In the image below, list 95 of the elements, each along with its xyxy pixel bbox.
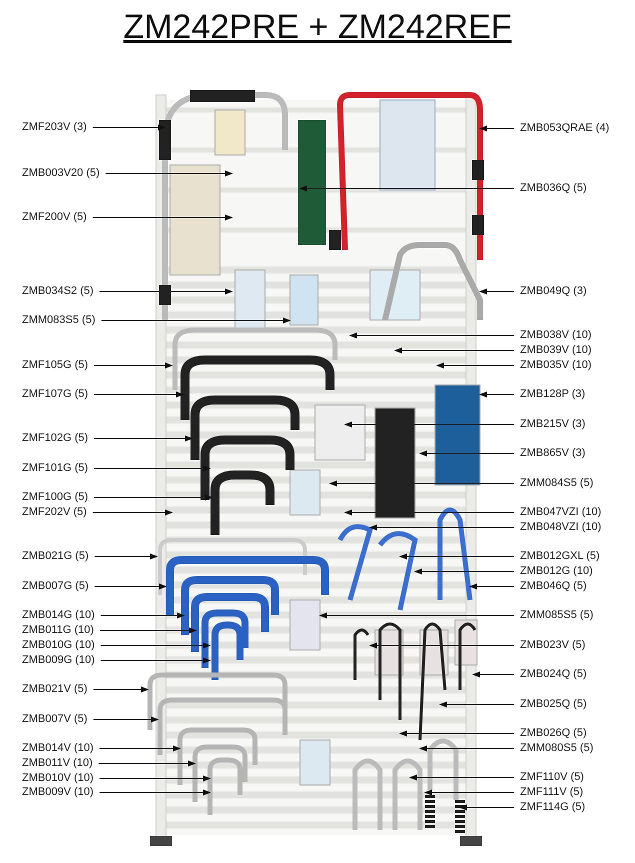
leader-line xyxy=(94,436,193,442)
part-number-label: ZMB007G (5) xyxy=(22,580,89,593)
part-number-label: ZMM083S5 (5) xyxy=(22,314,96,327)
leader-line xyxy=(98,760,196,766)
part-number-label: ZMB038V (10) xyxy=(520,329,592,342)
leader-line xyxy=(394,348,514,354)
leader-line xyxy=(479,288,514,294)
title: ZM242PRE + ZM242REF xyxy=(123,8,512,46)
part-number-label: ZMB007V (5) xyxy=(22,713,88,726)
part-number-label: ZMB039V (10) xyxy=(520,344,592,357)
leader-line xyxy=(479,392,514,398)
part-number-label: ZMB025Q (5) xyxy=(520,698,587,711)
leader-line xyxy=(419,450,514,456)
part-number-label: ZMB128P (3) xyxy=(520,388,586,401)
leader-line xyxy=(99,776,211,782)
part-number-label: ZMB009G (10) xyxy=(22,654,95,667)
part-number-label: ZMB010G (10) xyxy=(22,639,95,652)
part-number-label: ZMB012GXL (5) xyxy=(520,550,600,563)
leader-line xyxy=(369,524,514,530)
leader-line xyxy=(319,612,514,618)
leader-line xyxy=(92,124,166,130)
leader-line xyxy=(459,804,514,810)
part-number-label: ZMB026Q (5) xyxy=(520,727,587,740)
part-number-label: ZMB046Q (5) xyxy=(520,580,587,593)
leader-line xyxy=(92,686,149,692)
part-number-label: ZMM085S5 (5) xyxy=(520,609,594,622)
part-number-label: ZMB024Q (5) xyxy=(520,668,587,681)
leader-line xyxy=(99,746,181,752)
leader-line xyxy=(349,332,514,338)
part-number-label: ZMB036Q (5) xyxy=(520,182,587,195)
part-number-label: ZMB034S2 (5) xyxy=(22,285,94,298)
part-number-label: ZMF102G (5) xyxy=(22,432,88,445)
leader-line xyxy=(409,774,514,780)
part-number-label: ZMF203V (3) xyxy=(22,121,87,134)
leader-line xyxy=(92,510,173,516)
leader-line xyxy=(94,466,211,472)
leader-line xyxy=(94,494,213,500)
leader-line xyxy=(329,480,514,486)
leader-line xyxy=(399,554,514,560)
part-number-label: ZMB010V (10) xyxy=(22,772,94,785)
leader-line xyxy=(369,642,514,648)
part-number-label: ZMF114G (5) xyxy=(520,801,586,814)
part-number-label: ZMB003V20 (5) xyxy=(22,167,100,180)
part-number-label: ZMB035V (10) xyxy=(520,359,592,372)
part-number-label: ZMM080S5 (5) xyxy=(520,742,594,755)
leader-line xyxy=(94,362,173,368)
leader-line xyxy=(105,170,233,176)
leader-line xyxy=(92,214,233,220)
leader-line xyxy=(419,746,514,752)
leader-line xyxy=(100,658,211,664)
leader-line xyxy=(99,790,211,796)
part-number-label: ZMM084S5 (5) xyxy=(520,477,594,490)
leader-line xyxy=(299,186,514,192)
part-number-label: ZMB215V (3) xyxy=(520,418,586,431)
leader-line xyxy=(472,672,514,678)
part-number-label: ZMB012G (10) xyxy=(520,565,593,578)
part-number-label: ZMB021V (5) xyxy=(22,683,88,696)
part-number-label: ZMB011V (10) xyxy=(22,757,93,770)
leader-line xyxy=(439,702,514,708)
part-number-label: ZMB011G (10) xyxy=(22,624,94,637)
leader-line xyxy=(436,362,514,368)
part-number-label: ZMB021G (5) xyxy=(22,550,89,563)
part-number-label: ZMB053QRAE (4) xyxy=(520,122,610,135)
part-number-label: ZMF200V (5) xyxy=(22,211,87,224)
leader-line xyxy=(479,126,514,132)
part-number-label: ZMF110V (5) xyxy=(520,771,584,784)
leader-line xyxy=(99,288,233,294)
part-number-label: ZMB023V (5) xyxy=(520,639,586,652)
leader-line xyxy=(92,716,159,722)
part-number-label: ZMB049Q (3) xyxy=(520,285,587,298)
leader-line xyxy=(94,584,167,590)
part-number-label: ZMF202V (5) xyxy=(22,506,87,519)
leader-line xyxy=(94,554,158,560)
leader-line xyxy=(100,612,185,618)
part-number-label: ZMB048VZI (10) xyxy=(520,521,602,534)
part-number-label: ZMB047VZI (10) xyxy=(520,506,602,519)
part-number-label: ZMB009V (10) xyxy=(22,786,94,799)
leader-line xyxy=(100,318,291,324)
part-number-label: ZMF105G (5) xyxy=(22,359,88,372)
leader-line xyxy=(469,584,514,590)
leader-line xyxy=(344,422,514,428)
part-number-label: ZMF100G (5) xyxy=(22,491,88,504)
leader-line xyxy=(399,730,514,736)
leader-line xyxy=(99,628,197,634)
leader-line xyxy=(424,790,514,796)
part-number-label: ZMF107G (5) xyxy=(22,388,88,401)
leader-line xyxy=(414,568,514,574)
part-number-label: ZMB014V (10) xyxy=(22,742,94,755)
part-number-label: ZMF101G (5) xyxy=(22,462,88,475)
leader-line xyxy=(344,510,514,516)
part-number-label: ZMB014G (10) xyxy=(22,609,95,622)
part-number-label: ZMF111V (5) xyxy=(520,786,584,799)
leader-line xyxy=(94,392,184,398)
leader-line xyxy=(100,642,211,648)
part-number-label: ZMB865V (3) xyxy=(520,447,586,460)
